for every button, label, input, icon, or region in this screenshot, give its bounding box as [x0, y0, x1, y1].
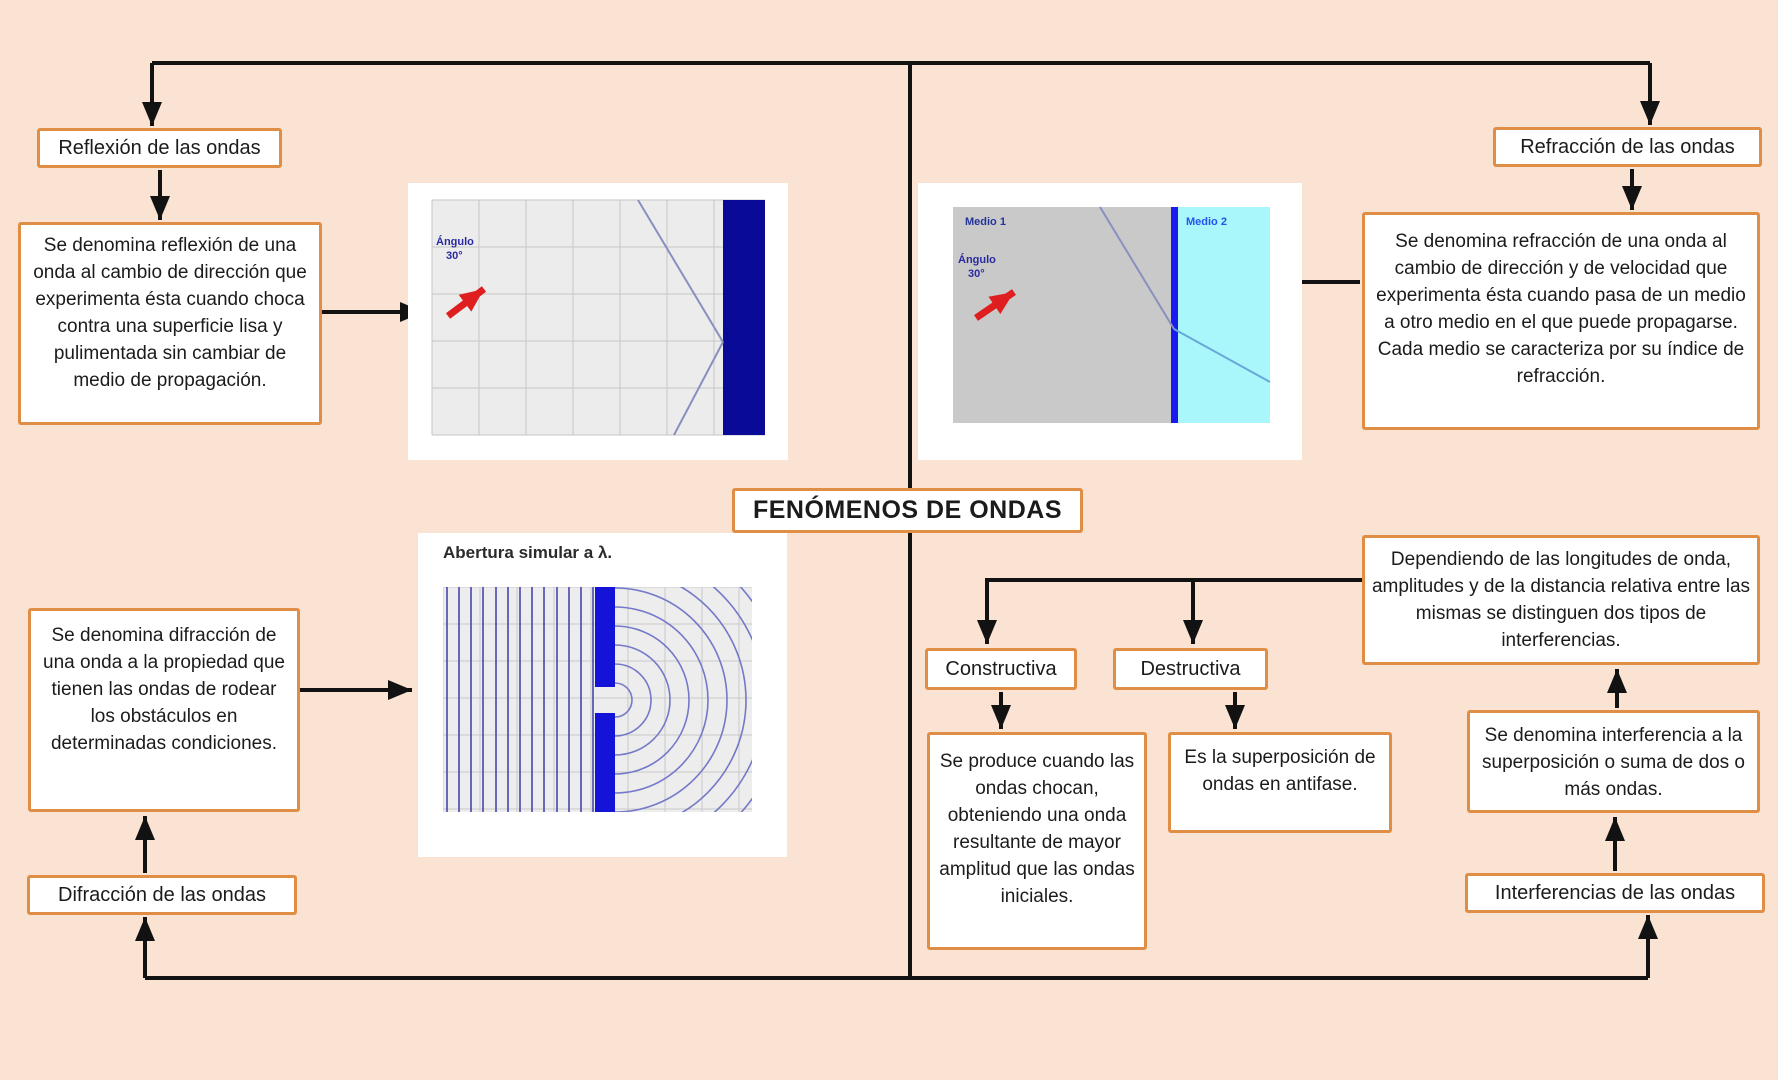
wave-direction-arrow: [445, 286, 487, 319]
medium1-region: [953, 207, 1171, 423]
node-difraccion-description: Se denomina difracción de una onda a la …: [28, 608, 300, 812]
node-refraccion-label: Refracción de las ondas: [1493, 127, 1762, 167]
angle-value: 30°: [968, 268, 985, 280]
difraccion-caption: Abertura simular a λ.: [443, 543, 613, 562]
node-reflexion-description: Se denomina reflexión de una onda al cam…: [18, 222, 322, 425]
refracted-ray: [1173, 328, 1271, 383]
node-refraccion-description: Se denomina refracción de una onda al ca…: [1362, 212, 1760, 430]
reflected-ray: [673, 341, 724, 436]
reflexion-rays: [637, 199, 724, 436]
incident-ray: [637, 199, 724, 343]
angle-value: 30°: [446, 250, 463, 262]
plane-wavefronts: [446, 587, 594, 812]
node-interferencias-types-note: Dependiendo de las longitudes de onda, a…: [1362, 535, 1760, 665]
reflexion-plot-area: [432, 200, 765, 435]
node-difraccion-label: Difracción de las ondas: [27, 875, 297, 915]
angle-label: Ángulo: [436, 235, 474, 248]
barrier-top: [595, 587, 615, 687]
barrier-bottom: [595, 713, 615, 812]
page-title: FENÓMENOS DE ONDAS: [732, 488, 1083, 533]
difraccion-simulation-image: [443, 587, 752, 812]
medium1-label: Medio 1: [965, 216, 1006, 228]
incident-ray: [1099, 206, 1175, 330]
angle-label: Ángulo: [958, 253, 996, 266]
node-constructiva-label: Constructiva: [925, 648, 1077, 690]
reflexion-simulation-image: Ángulo 30°: [431, 199, 765, 436]
node-interferencias-label: Interferencias de las ondas: [1465, 873, 1765, 913]
medium2-region: [1178, 207, 1270, 423]
node-constructiva-description: Se produce cuando las ondas chocan, obte…: [927, 732, 1147, 950]
reflexion-figure-panel: Ángulo 30°: [408, 183, 788, 460]
circular-wavefronts: [614, 587, 752, 812]
node-interferencias-definition: Se denomina interferencia a la superposi…: [1467, 710, 1760, 813]
wave-direction-arrow: [974, 289, 1016, 321]
difraccion-figure-panel: Abertura simular a λ.: [418, 533, 787, 857]
connector-types-to-constructiva: [977, 578, 1362, 644]
refraccion-figure-panel: Medio 1 Medio 2 Ángulo 30°: [918, 183, 1302, 460]
media-boundary: [1171, 207, 1178, 423]
reflecting-wall: [723, 200, 765, 435]
reflexion-grid: [431, 199, 765, 436]
node-destructiva-description: Es la superposición de ondas en antifase…: [1168, 732, 1392, 833]
refraccion-simulation-image: Medio 1 Medio 2 Ángulo 30°: [953, 206, 1271, 423]
node-reflexion-label: Reflexión de las ondas: [37, 128, 282, 168]
medium2-label: Medio 2: [1186, 216, 1227, 228]
node-destructiva-label: Destructiva: [1113, 648, 1268, 690]
